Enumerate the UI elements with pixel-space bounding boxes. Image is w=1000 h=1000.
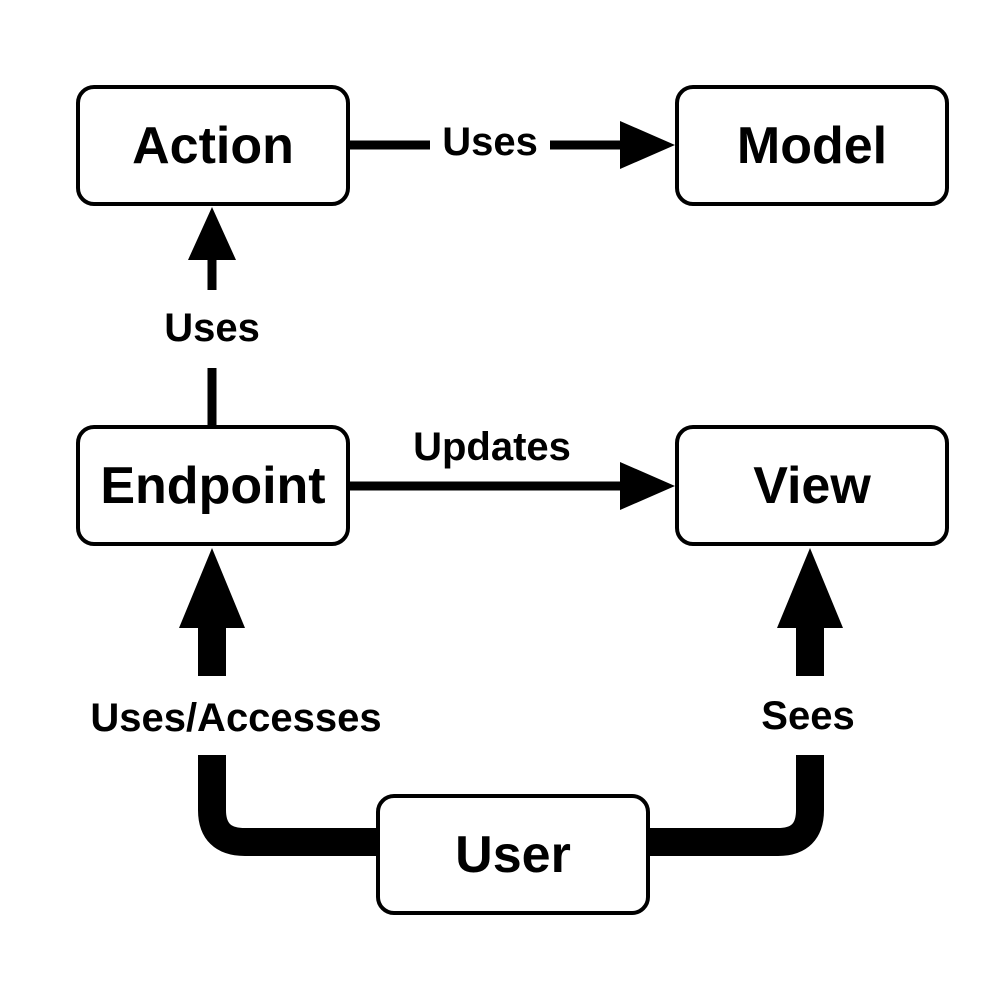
node-endpoint-label: Endpoint (100, 457, 325, 515)
edge-label-endpoint-view: Updates (413, 425, 571, 469)
node-user: User (376, 794, 650, 915)
edge-user-to-endpoint: Uses/Accesses (90, 548, 382, 856)
edge-label-action-model: Uses (442, 120, 538, 164)
node-view-box (675, 425, 949, 546)
edge-user-endpoint-arrowhead (179, 548, 245, 628)
node-endpoint: Endpoint (76, 425, 350, 546)
node-model-label: Model (737, 117, 887, 175)
node-view: View (675, 425, 949, 546)
edge-endpoint-action-arrowhead (188, 207, 236, 260)
node-view-label: View (753, 457, 871, 515)
edge-label-user-view: Sees (761, 694, 854, 738)
node-action-box (76, 85, 350, 206)
node-model-box (675, 85, 949, 206)
node-user-box (376, 794, 650, 915)
edge-user-view-arrowhead (777, 548, 843, 628)
node-user-label: User (455, 826, 571, 884)
node-model: Model (675, 85, 949, 206)
edge-user-to-view: Sees (648, 548, 855, 856)
edge-action-to-model: Uses (350, 120, 675, 169)
node-endpoint-box (76, 425, 350, 546)
edge-label-user-endpoint: Uses/Accesses (90, 696, 381, 740)
edge-endpoint-to-view: Updates (350, 425, 675, 510)
node-action-label: Action (132, 117, 294, 175)
node-action: Action (76, 85, 350, 206)
edge-label-endpoint-action: Uses (164, 306, 260, 350)
edge-endpoint-to-action: Uses (164, 207, 260, 425)
edge-action-model-arrowhead (620, 121, 675, 169)
edge-user-endpoint-line-bottom (198, 755, 378, 856)
edge-endpoint-view-arrowhead (620, 462, 675, 510)
edge-user-view-line-bottom (648, 755, 824, 856)
